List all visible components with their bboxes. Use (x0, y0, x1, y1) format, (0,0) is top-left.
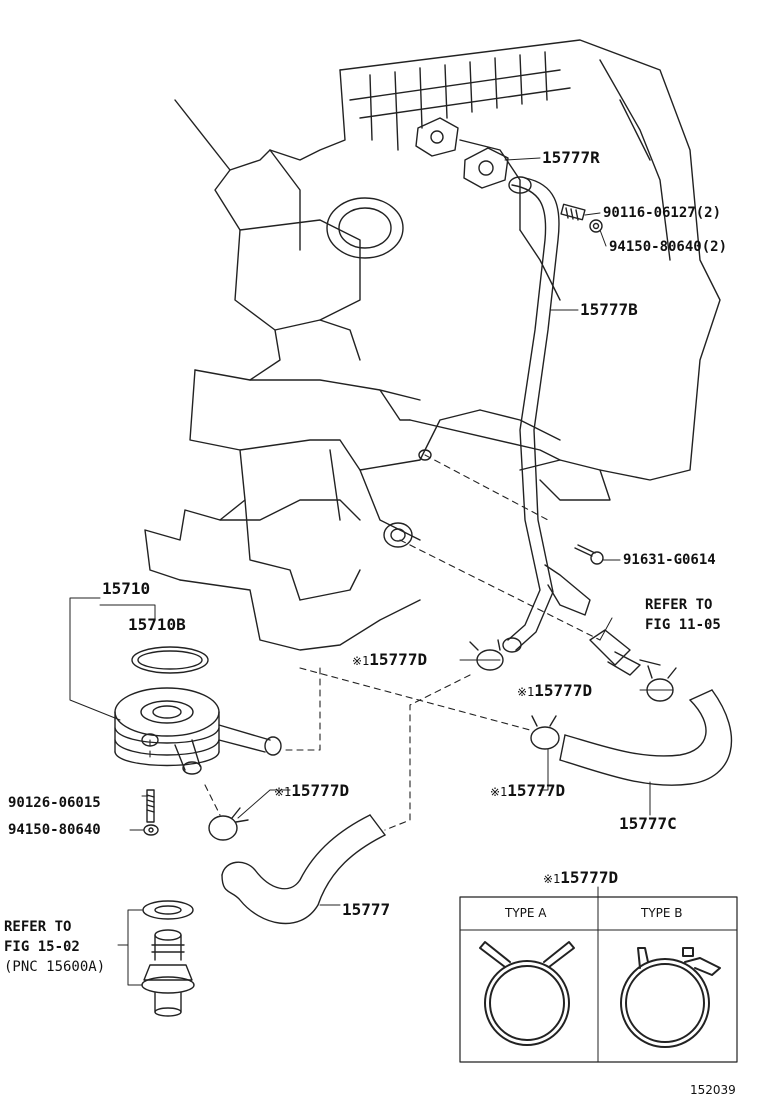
hose-15777C (559, 689, 733, 786)
label-15777C: 15777C (619, 814, 677, 833)
label-15777D-3: ※115777D (274, 781, 350, 800)
note-mark: ※1 (352, 654, 370, 668)
label-94150-lower: 94150-80640 (8, 822, 101, 838)
refer-15-02-line2[interactable]: FIG 15-02 (4, 939, 80, 955)
engine-block (144, 39, 721, 651)
note-mark: ※1 (274, 785, 292, 799)
clamp-15777D-2 (646, 665, 677, 702)
label-15777D-4: ※115777D (490, 781, 566, 800)
label-15777D-1: ※115777D (352, 650, 428, 669)
label-94150-upper: 94150-80640(2) (609, 239, 728, 255)
label-15710B: 15710B (128, 615, 186, 634)
refer-15-02-pnc[interactable]: (PNC 15600A) (4, 959, 106, 975)
label-15777R: 15777R (542, 148, 600, 167)
bolt-91631 (574, 544, 604, 565)
gasket-upper (415, 117, 459, 157)
type-a-clamp (479, 941, 575, 1046)
label-15777: 15777 (342, 900, 391, 919)
leader-lines (69, 157, 674, 986)
note-mark: ※1 (490, 785, 508, 799)
label-91631: 91631-G0614 (623, 552, 716, 568)
type-b-clamp (620, 947, 721, 1048)
figure-number: 152039 (690, 1083, 736, 1097)
dashed-leaders (149, 454, 601, 831)
label-15777D-2: ※115777D (517, 681, 593, 700)
note-mark: ※1 (543, 872, 561, 886)
refer-11-05-line2[interactable]: FIG 11-05 (645, 617, 721, 633)
sensor-ref-11-05 (589, 629, 661, 676)
nut-94150-lower (143, 824, 159, 836)
legend-box (459, 886, 738, 1063)
oil-cooler-15710 (114, 687, 282, 775)
nut-94150-upper (589, 219, 603, 233)
clamp-15777D-3 (530, 715, 560, 750)
oring-15710B (131, 646, 209, 674)
label-90126: 90126-06015 (8, 795, 101, 811)
note-mark: ※1 (517, 685, 535, 699)
legend-type-a: TYPE A (505, 906, 547, 920)
clamp-15777D-1 (469, 639, 504, 671)
legend-title: ※115777D (543, 868, 619, 887)
hose-15777 (221, 814, 386, 925)
label-15777B: 15777B (580, 300, 638, 319)
gasket-15777R (463, 147, 509, 189)
bolt-90126 (146, 789, 155, 823)
pipe-15777B (502, 176, 591, 653)
bolt-90116 (560, 203, 586, 221)
clamp-15777D-4 (208, 807, 249, 841)
refer-15-02-line1[interactable]: REFER TO (4, 919, 72, 935)
union-bolt-ref-15-02 (141, 900, 195, 1017)
refer-11-05-line1[interactable]: REFER TO (645, 597, 713, 613)
label-15710: 15710 (102, 579, 151, 598)
label-90116: 90116-06127(2) (603, 205, 722, 221)
legend-type-b: TYPE B (641, 906, 683, 920)
